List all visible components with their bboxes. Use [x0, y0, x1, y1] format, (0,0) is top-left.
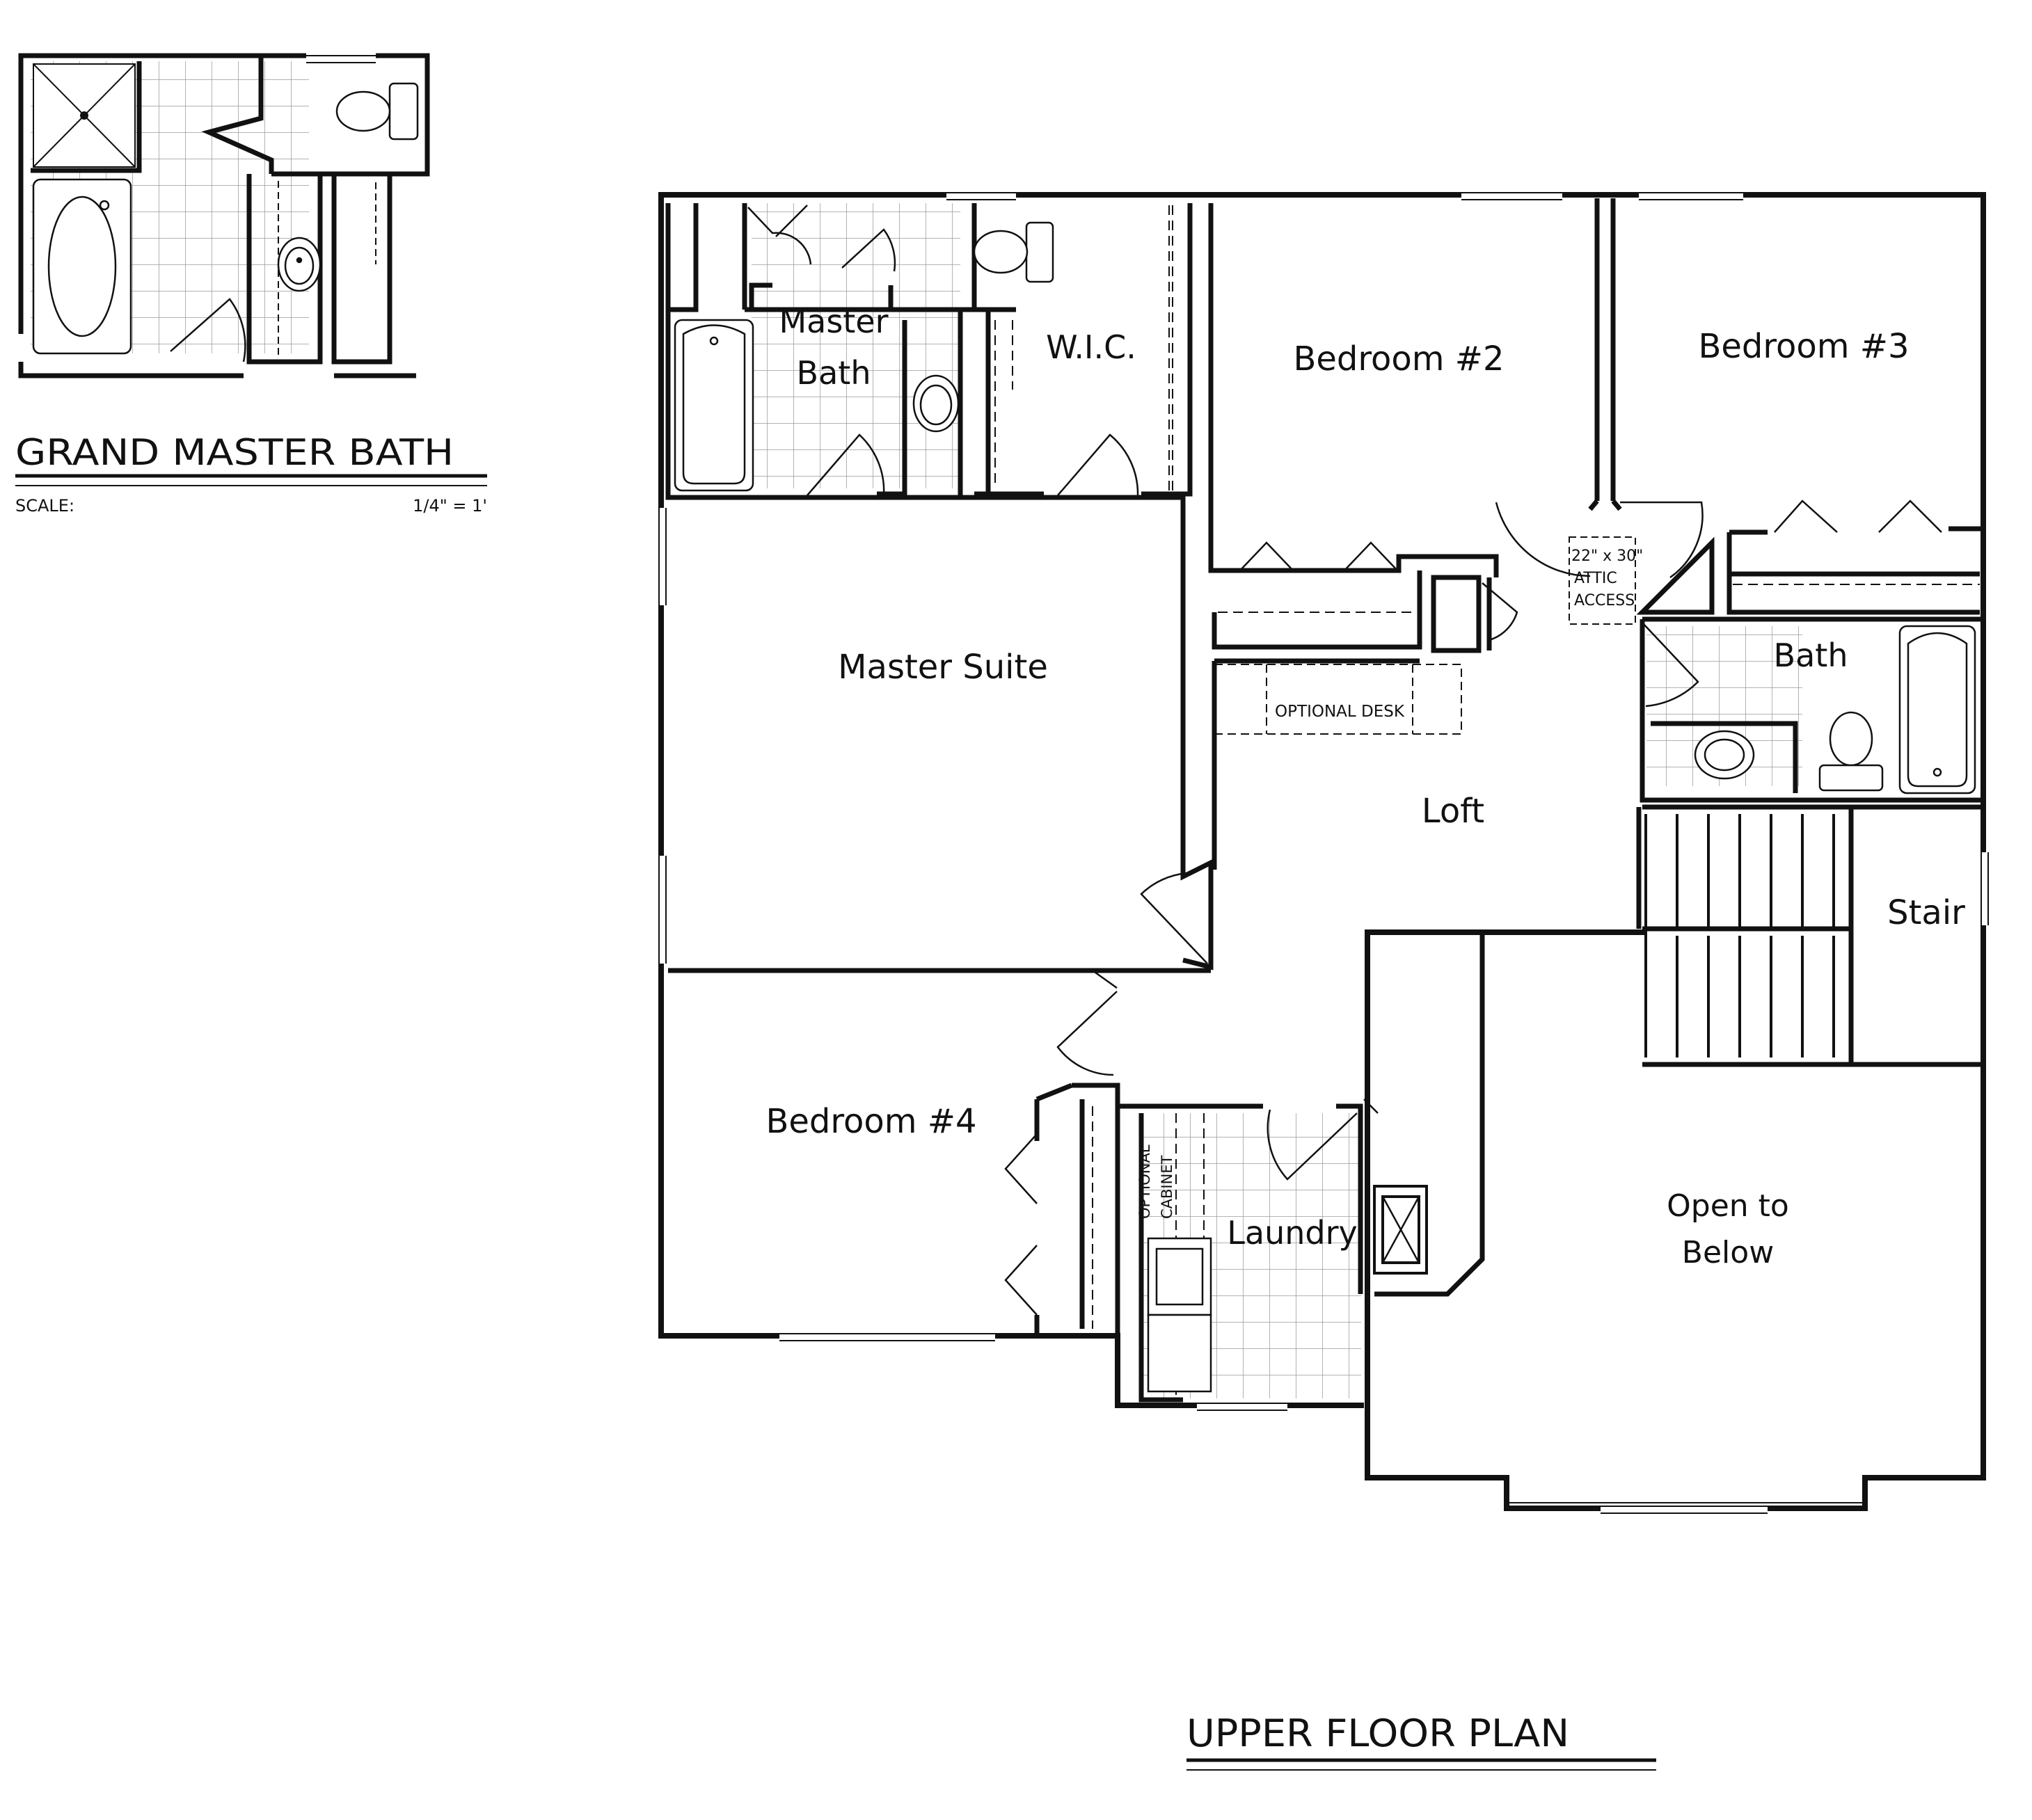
bedroom4-label: Bedroom #4	[765, 1102, 976, 1141]
optional-desk-outline	[1214, 664, 1462, 735]
grand-master-bath-title: GRAND MASTER BATH	[15, 432, 454, 474]
attic-access-label-2: ACCESS	[1574, 592, 1635, 609]
laundry-washer-icon	[1147, 1237, 1212, 1393]
master-bath-tub-icon	[674, 319, 754, 492]
bath-inset-door-swing	[170, 298, 246, 362]
bedroom2-label: Bedroom #2	[1293, 340, 1504, 378]
toilet-icon	[335, 82, 419, 141]
upper-floor-plan: OPTIONAL DESK 22" x 30" ATTIC ACCESS	[658, 192, 1989, 1771]
master-suite-label: Master Suite	[838, 648, 1048, 687]
stair-label: Stair	[1887, 893, 1965, 932]
hall-bath-toilet-icon	[1818, 711, 1884, 792]
master-bath-toilet-icon	[973, 221, 1054, 283]
grand-master-bath-inset: GRAND MASTER BATH SCALE: 1/4" = 1'	[15, 53, 487, 516]
open-to-below-label: Open to	[1667, 1188, 1789, 1224]
stair-treads	[1644, 814, 1835, 1057]
master-bath-label-2: Bath	[797, 354, 871, 392]
door-swings	[747, 205, 1942, 1316]
scale-label: SCALE:	[15, 496, 74, 516]
open-to-below-label-2: Below	[1682, 1235, 1774, 1270]
loft-label: Loft	[1422, 792, 1484, 831]
optional-cabinet-label: OPTIONAL	[1136, 1144, 1153, 1219]
master-bath-tile-floor	[752, 203, 960, 488]
optional-cabinet-label-2: CABINET	[1159, 1155, 1175, 1219]
master-bath-label: Master	[779, 303, 888, 340]
room-labels: Master Bath W.I.C. Bedroom #2 Bedroom #3…	[765, 303, 1965, 1270]
hall-bath-sink-icon	[1694, 730, 1755, 780]
bath-inset-outer-wall	[18, 53, 430, 334]
bath-inset-shower-wall	[31, 61, 142, 173]
chimney-chase-icon	[1373, 1185, 1428, 1275]
laundry-label: Laundry	[1227, 1214, 1357, 1252]
wic-label: W.I.C.	[1046, 328, 1136, 366]
window-lines	[658, 192, 1989, 1514]
sink-icon	[277, 237, 322, 292]
shower-icon	[33, 63, 136, 168]
hall-bath-tub-icon	[1898, 625, 1976, 795]
upper-floor-plan-title: UPPER FLOOR PLAN	[1186, 1711, 1569, 1755]
closet-shelves	[994, 205, 1980, 1395]
attic-access-size: 22" x 30"	[1571, 548, 1643, 565]
scale-value: 1/4" = 1'	[413, 496, 487, 516]
attic-access-label: ATTIC	[1574, 570, 1617, 587]
bedroom3-label: Bedroom #3	[1698, 327, 1909, 366]
bath-inset-toilet-room-wall	[201, 56, 274, 174]
oval-tub-icon	[32, 178, 132, 355]
interior-walls	[665, 198, 1983, 1403]
optional-desk-label: OPTIONAL DESK	[1275, 703, 1405, 721]
bath-label: Bath	[1774, 637, 1848, 674]
master-bath-sink-icon	[912, 374, 960, 433]
attic-access-outline	[1569, 536, 1636, 625]
